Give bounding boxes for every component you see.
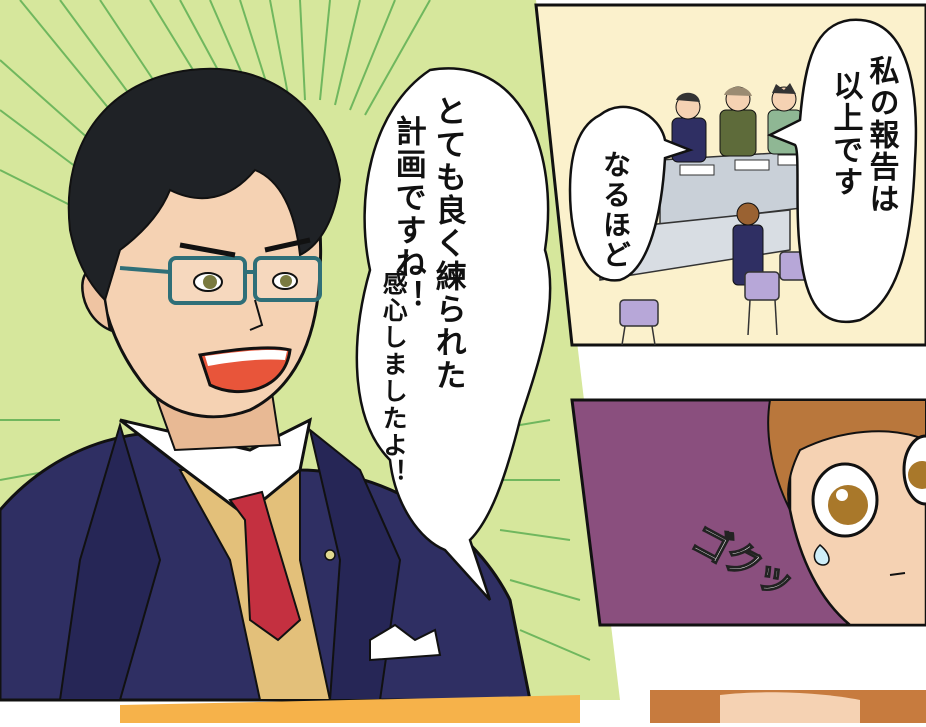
main-speech-line-1: とても良く練られた (429, 95, 466, 392)
speech-bubble-meeting-left (568, 105, 694, 282)
meeting-speech-right-line-2: 以上です (827, 70, 863, 198)
speed-lines (0, 0, 591, 661)
reaction-panel (570, 398, 926, 627)
main-speech-line-2: 計画ですね！ (389, 115, 426, 313)
main-speech-line-3: 感心しましたよ！ (379, 270, 409, 486)
chairs (619, 251, 809, 346)
next-panels (120, 690, 926, 723)
meeting-speech-left-line-1: なるほど (599, 150, 632, 270)
meeting-speech-right-line-1: 私の報告は (863, 55, 899, 215)
speech-bubble-meeting-right (766, 18, 918, 324)
speech-bubble-main (355, 67, 552, 601)
presenter (732, 202, 764, 286)
